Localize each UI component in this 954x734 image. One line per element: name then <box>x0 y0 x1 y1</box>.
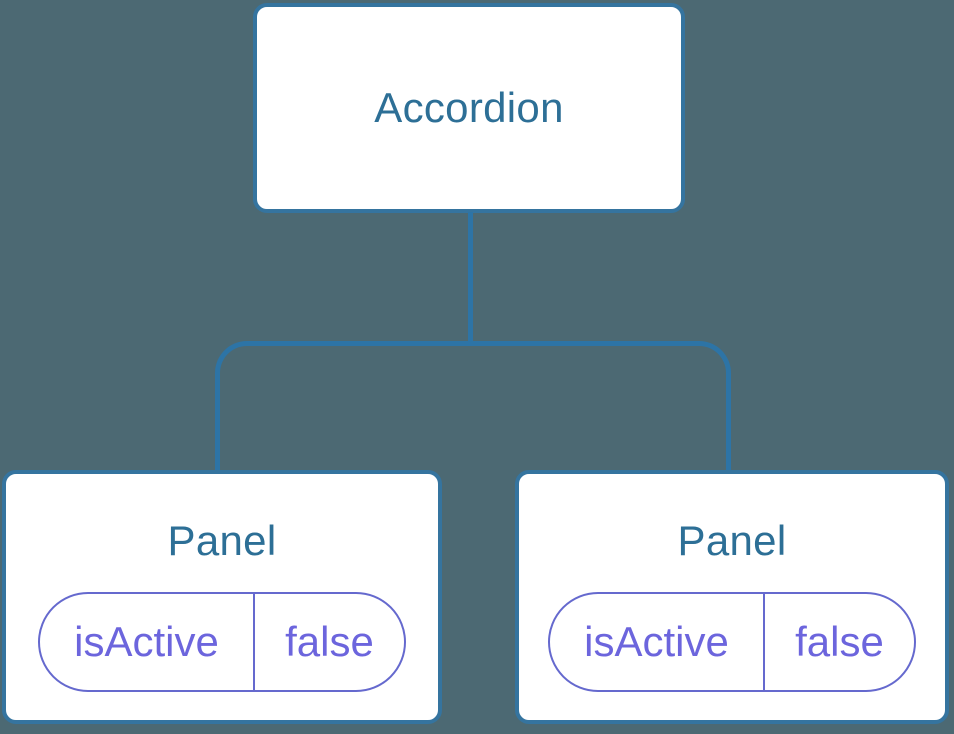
state-pill: isActive false <box>548 592 916 692</box>
state-value: false <box>285 618 374 665</box>
state-value: false <box>795 618 884 665</box>
state-key: isActive <box>550 594 765 690</box>
connector-vertical-line <box>468 212 473 346</box>
panel-node-right: Panel isActive false <box>515 470 949 724</box>
accordion-node-label: Accordion <box>374 84 564 131</box>
panel-node-label: Panel <box>167 517 277 564</box>
panel-node-left: Panel isActive false <box>2 470 442 724</box>
accordion-node: Accordion <box>253 3 685 213</box>
connector-bracket-line <box>215 341 731 471</box>
panel-node-label: Panel <box>677 517 787 564</box>
state-key: isActive <box>40 594 255 690</box>
state-pill: isActive false <box>38 592 406 692</box>
